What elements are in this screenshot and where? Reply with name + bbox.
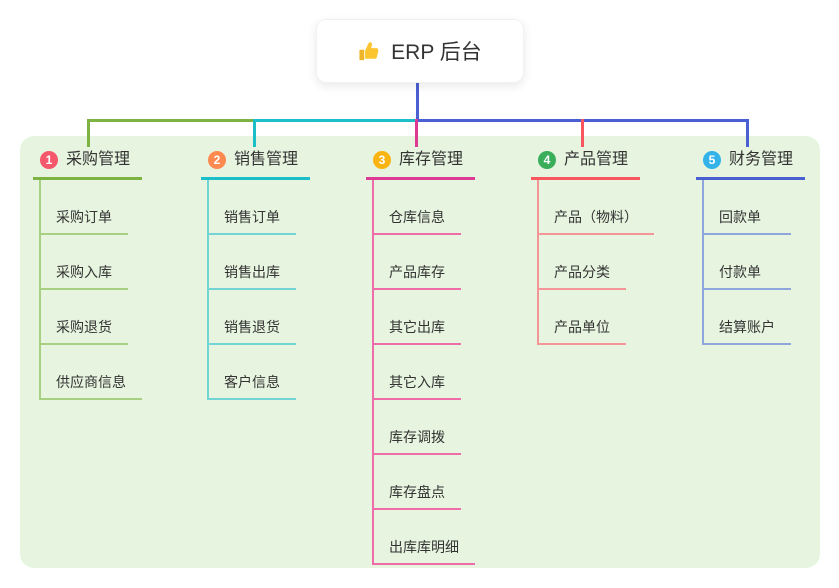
branch-node[interactable]: 5 财务管理 xyxy=(696,146,806,180)
branches-panel xyxy=(20,136,820,568)
child-node[interactable]: 出库库明细 xyxy=(374,510,475,565)
connector-rail xyxy=(87,119,256,122)
child-node[interactable]: 销售出库 xyxy=(209,235,296,290)
child-node[interactable]: 库存调拨 xyxy=(374,400,461,455)
connector-drop xyxy=(746,119,749,147)
root-stem-connector xyxy=(416,82,419,120)
child-node[interactable]: 销售退货 xyxy=(209,290,296,345)
branch-5: 5 财务管理 回款单付款单结算账户 xyxy=(696,146,806,345)
branch-children: 回款单付款单结算账户 xyxy=(702,180,791,345)
root-label: ERP 后台 xyxy=(391,41,482,64)
child-node[interactable]: 产品库存 xyxy=(374,235,461,290)
branch-children: 销售订单销售出库销售退货客户信息 xyxy=(207,180,296,400)
branch-node[interactable]: 3 库存管理 xyxy=(366,146,476,180)
child-node[interactable]: 产品分类 xyxy=(539,235,626,290)
child-node[interactable]: 回款单 xyxy=(704,180,791,235)
child-node[interactable]: 供应商信息 xyxy=(41,345,142,400)
branch-node[interactable]: 2 销售管理 xyxy=(201,146,311,180)
connector-drop xyxy=(253,119,256,147)
branch-label: 财务管理 xyxy=(729,151,794,168)
child-node[interactable]: 付款单 xyxy=(704,235,791,290)
branch-number-badge: 5 xyxy=(703,151,721,169)
connector-rail xyxy=(253,119,418,122)
branch-number-badge: 1 xyxy=(40,151,58,169)
branch-label: 销售管理 xyxy=(234,151,299,168)
branch-1: 1 采购管理 采购订单采购入库采购退货供应商信息 xyxy=(33,146,143,400)
child-node[interactable]: 采购订单 xyxy=(41,180,128,235)
child-node[interactable]: 其它入库 xyxy=(374,345,461,400)
connector-drop xyxy=(415,119,418,147)
child-node[interactable]: 产品（物料） xyxy=(539,180,654,235)
child-node[interactable]: 结算账户 xyxy=(704,290,791,345)
branch-children: 仓库信息产品库存其它出库其它入库库存调拨库存盘点出库库明细 xyxy=(372,180,475,565)
branch-4: 4 产品管理 产品（物料）产品分类产品单位 xyxy=(531,146,654,345)
branch-label: 产品管理 xyxy=(564,151,629,168)
branch-children: 采购订单采购入库采购退货供应商信息 xyxy=(39,180,142,400)
branch-node[interactable]: 1 采购管理 xyxy=(33,146,143,180)
branch-number-badge: 3 xyxy=(373,151,391,169)
branch-label: 库存管理 xyxy=(399,151,464,168)
thumbs-up-icon xyxy=(358,40,381,63)
branch-number-badge: 4 xyxy=(538,151,556,169)
branch-3: 3 库存管理 仓库信息产品库存其它出库其它入库库存调拨库存盘点出库库明细 xyxy=(366,146,476,565)
child-node[interactable]: 其它出库 xyxy=(374,290,461,345)
child-node[interactable]: 客户信息 xyxy=(209,345,296,400)
child-node[interactable]: 销售订单 xyxy=(209,180,296,235)
root-node[interactable]: ERP 后台 xyxy=(316,19,524,83)
child-node[interactable]: 库存盘点 xyxy=(374,455,461,510)
connector-drop xyxy=(87,119,90,147)
child-node[interactable]: 仓库信息 xyxy=(374,180,461,235)
branch-node[interactable]: 4 产品管理 xyxy=(531,146,641,180)
child-node[interactable]: 采购入库 xyxy=(41,235,128,290)
connector-drop xyxy=(581,119,584,147)
branch-children: 产品（物料）产品分类产品单位 xyxy=(537,180,654,345)
child-node[interactable]: 产品单位 xyxy=(539,290,626,345)
branch-label: 采购管理 xyxy=(66,151,131,168)
child-node[interactable]: 采购退货 xyxy=(41,290,128,345)
branch-number-badge: 2 xyxy=(208,151,226,169)
branch-2: 2 销售管理 销售订单销售出库销售退货客户信息 xyxy=(201,146,311,400)
